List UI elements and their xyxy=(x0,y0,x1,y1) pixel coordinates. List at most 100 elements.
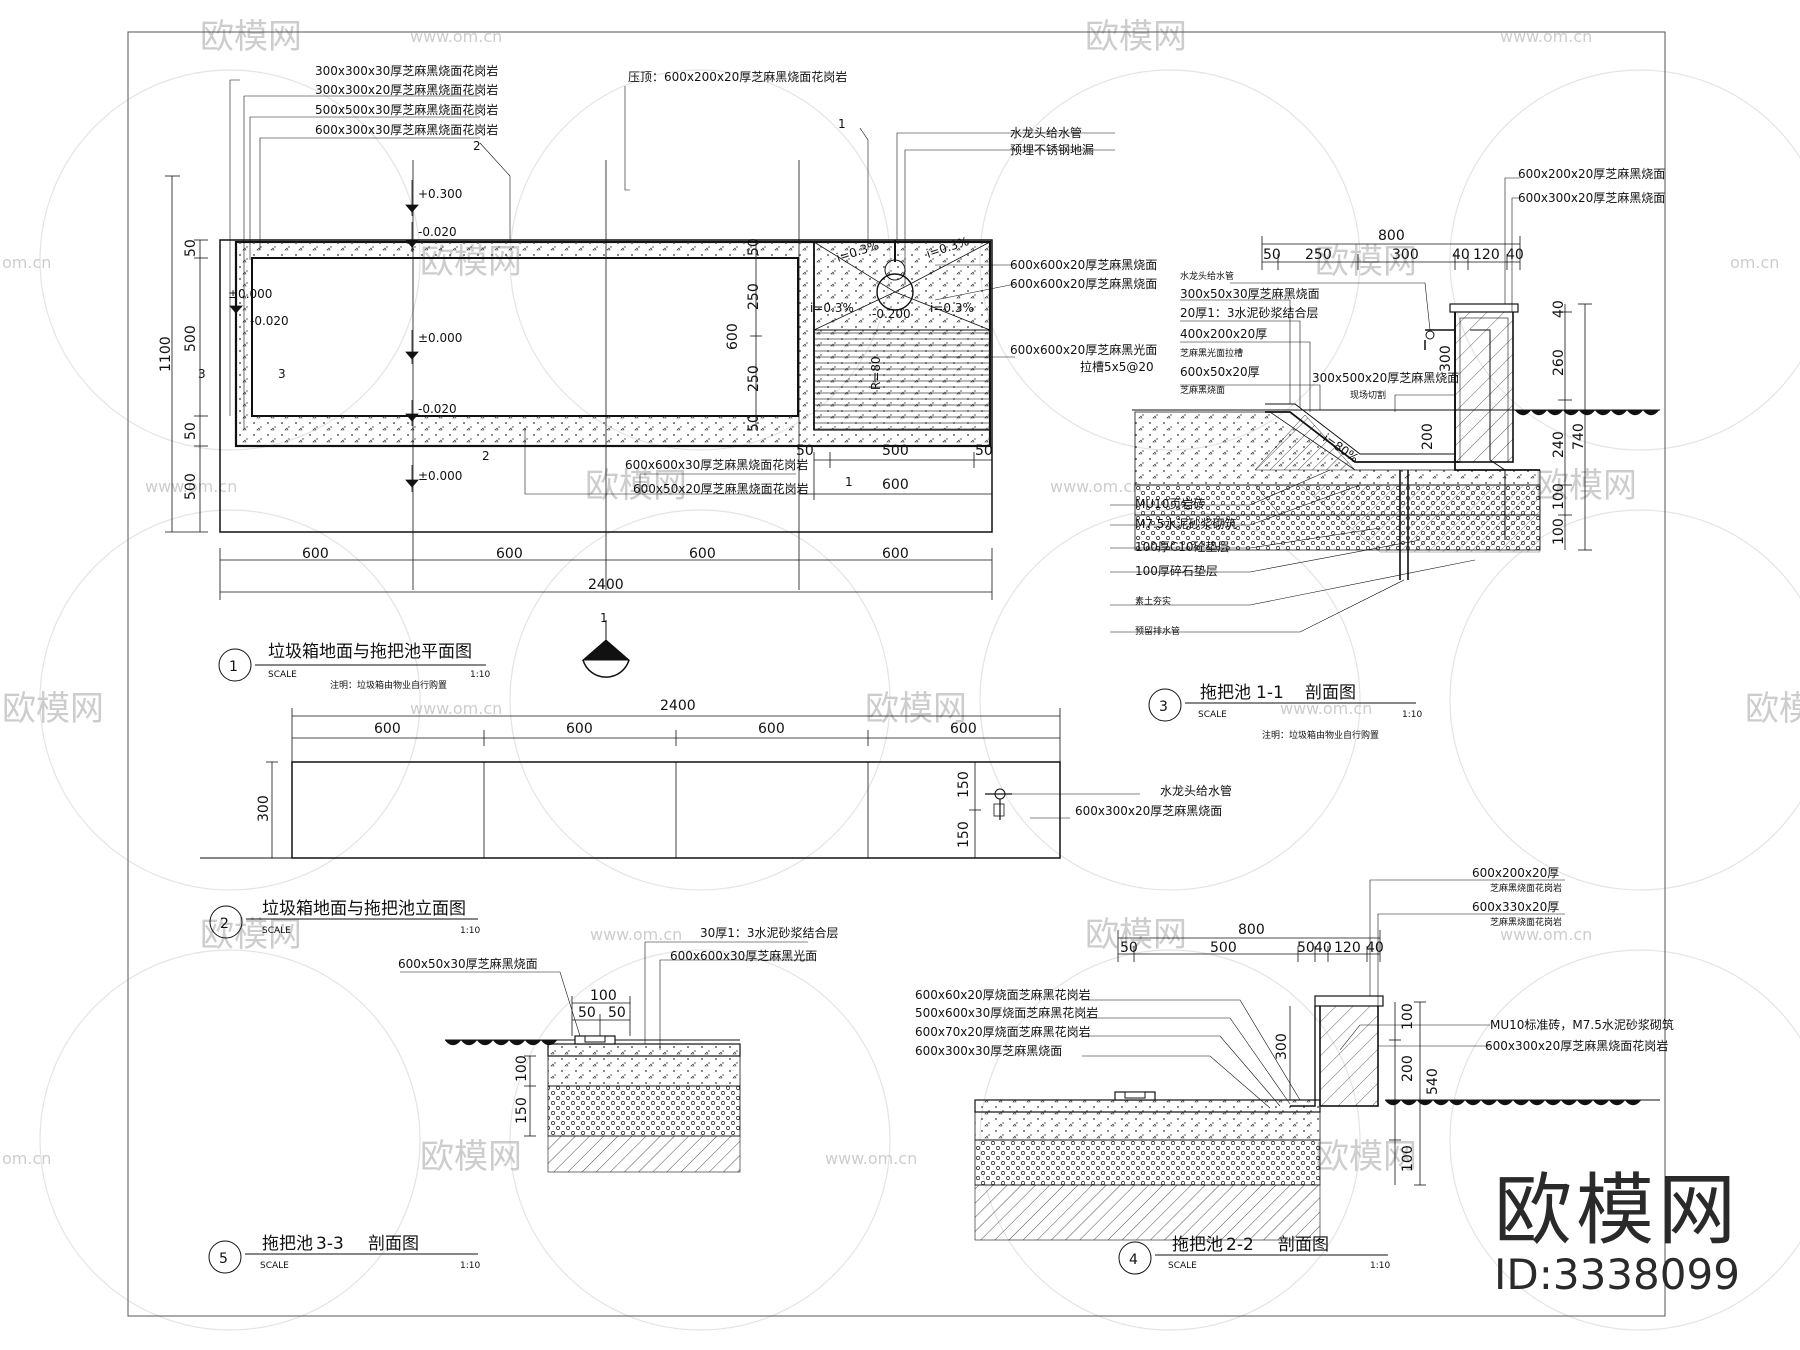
scale-value: 1:10 xyxy=(1370,1261,1390,1271)
inner-dim: R=80 xyxy=(869,356,883,390)
dim: 100 xyxy=(514,1055,530,1082)
scale-label: SCALE xyxy=(1168,1261,1197,1271)
watermark-logo: 欧模网 xyxy=(865,689,967,729)
scale-value: 1:10 xyxy=(1402,710,1422,720)
watermark-logo: 欧模网 xyxy=(2,689,104,729)
level-mark: +0.300 xyxy=(418,187,462,201)
plan-view xyxy=(165,79,1115,682)
drawing-title: 2-2 xyxy=(1226,1235,1254,1255)
dim: 240 xyxy=(1551,431,1567,458)
dim: 50 xyxy=(1297,940,1315,956)
scale-value: 1:10 xyxy=(460,926,480,936)
mark: 2 xyxy=(482,449,490,463)
sec1-note: 300x500x20厚芝麻黑烧面 xyxy=(1312,370,1459,385)
sec2-note: 600x60x20厚烧面芝麻黑花岗岩 xyxy=(915,987,1091,1002)
layer-note: 100厚C10砼垫层 xyxy=(1135,539,1230,554)
plan-bottom-note: 600x600x30厚芝麻黑烧面花岗岩 xyxy=(625,457,808,472)
dim: 1100 xyxy=(158,336,174,372)
dim: 150 xyxy=(956,821,972,848)
watermark-url: www.om.cn xyxy=(1050,477,1142,496)
sec1-note: 芝麻黑光面拉槽 xyxy=(1180,347,1243,359)
scale-label: SCALE xyxy=(260,1261,289,1271)
level-mark: ±0.000 xyxy=(418,331,462,345)
dim: 260 xyxy=(1551,349,1567,376)
sec2-note: 600x70x20厚烧面芝麻黑花岗岩 xyxy=(915,1024,1091,1039)
watermark-url: www.om.cn xyxy=(410,699,502,718)
dim: 40 xyxy=(1366,940,1384,956)
title-number: 5 xyxy=(219,1251,228,1267)
plan-callout: 600x300x30厚芝麻黑烧面花岗岩 xyxy=(315,122,498,137)
dim: 540 xyxy=(1425,1068,1441,1095)
dim: 100 xyxy=(1400,1145,1416,1172)
watermark-logo: 欧模网 xyxy=(1745,689,1800,729)
sec2-note: 芝麻黑烧面花岗岩 xyxy=(1490,916,1562,928)
plan-text: 300x300x30厚芝麻黑烧面花岗岩 300x300x20厚芝麻黑烧面花岗岩 … xyxy=(158,63,1157,691)
mark: 2 xyxy=(473,139,481,153)
dim: 500 xyxy=(882,443,909,459)
dim: 40 xyxy=(1551,300,1567,318)
watermark-url: om.cn xyxy=(2,253,51,272)
sec1-note: 600x300x20厚芝麻黑烧面 xyxy=(1518,190,1665,205)
slope-mark: i=0.3% xyxy=(930,301,974,315)
plan-callout: 500x500x30厚芝麻黑烧面花岗岩 xyxy=(315,102,498,117)
plan-right-note: 水龙头给水管 xyxy=(1010,125,1082,140)
watermark-logo: 欧模网 xyxy=(1085,915,1187,955)
dim: 50 xyxy=(796,443,814,459)
dim: 600 xyxy=(302,546,329,562)
drawing-title: 垃圾箱地面与拖把池平面图 xyxy=(268,642,472,662)
dim: 100 xyxy=(590,988,617,1004)
plan-right-note: 600x600x20厚芝麻黑烧面 xyxy=(1010,276,1157,291)
dim: 250 xyxy=(746,365,762,392)
dim: 120 xyxy=(1334,940,1361,956)
brand-logo: 欧模网 xyxy=(1493,1165,1740,1256)
level-mark: -0.020 xyxy=(250,314,289,328)
section-3-text: 30厚1：3水泥砂浆结合层 600x600x30厚芝麻黑光面 600x50x30… xyxy=(219,925,839,1271)
brand-id: ID:3338099 xyxy=(1493,1249,1740,1299)
dim: 150 xyxy=(514,1097,530,1124)
watermark-logo: 欧模网 xyxy=(420,1137,522,1177)
watermark-url: www.om.cn xyxy=(1500,27,1592,46)
dim: 2400 xyxy=(660,698,696,714)
dim: 50 xyxy=(578,1005,596,1021)
section-3-view xyxy=(208,941,808,1274)
dim: 50 xyxy=(746,238,762,256)
sec2-note: MU10标准砖，M7.5水泥砂浆砌筑 xyxy=(1490,1017,1674,1032)
mark: 1 xyxy=(845,475,853,489)
level-mark: -0.200 xyxy=(872,307,911,321)
scale-label: SCALE xyxy=(1198,710,1227,720)
dim: 50 xyxy=(183,239,199,257)
layer-note: M7.5水泥砂浆砌筑 xyxy=(1135,516,1236,531)
sec1-note: 芝麻黑烧面 xyxy=(1180,384,1225,396)
dim: 50 xyxy=(746,414,762,432)
sec2-note: 600x330x20厚 xyxy=(1472,900,1559,914)
dim: 500 xyxy=(183,325,199,352)
scale-value: 1:10 xyxy=(460,1261,480,1271)
layer-note: MU10页岩砖 xyxy=(1135,496,1205,511)
dim: 300 xyxy=(1438,345,1454,372)
drawing-title: 剖面图 xyxy=(1305,683,1356,703)
dim: 250 xyxy=(1305,247,1332,263)
sec2-note: 600x300x20厚芝麻黑烧面花岗岩 xyxy=(1485,1038,1668,1053)
dim: 600 xyxy=(566,721,593,737)
sec1-note: 400x200x20厚 xyxy=(1180,327,1267,341)
watermark-url: www.om.cn xyxy=(1500,925,1592,944)
layer-note: 预留排水管 xyxy=(1135,625,1180,637)
title-number: 2 xyxy=(220,916,229,932)
plan-top-note: 压顶：600x200x20厚芝麻黑烧面花岗岩 xyxy=(628,69,847,84)
dim: 100 xyxy=(1551,483,1567,510)
plan-right-note: 600x600x20厚芝麻黑光面 xyxy=(1010,342,1157,357)
dim: 50 xyxy=(608,1005,626,1021)
watermark-logo: 欧模网 xyxy=(1315,1137,1417,1177)
watermark-url: om.cn xyxy=(1730,253,1779,272)
brand-block: 欧模网 ID:3338099 xyxy=(1494,1172,1740,1300)
watermark-logo: 欧模网 xyxy=(585,466,687,506)
dim: 40 xyxy=(1506,247,1524,263)
sec3-note: 600x50x30厚芝麻黑烧面 xyxy=(398,956,538,971)
dim: 50 xyxy=(1120,940,1138,956)
sec2-note: 600x300x30厚芝麻黑烧面 xyxy=(915,1043,1062,1058)
scale-label: SCALE xyxy=(268,670,297,680)
drawing-title: 拖把池 xyxy=(262,1234,313,1254)
dim: 120 xyxy=(1473,247,1500,263)
sec3-note: 600x600x30厚芝麻黑光面 xyxy=(670,948,817,963)
